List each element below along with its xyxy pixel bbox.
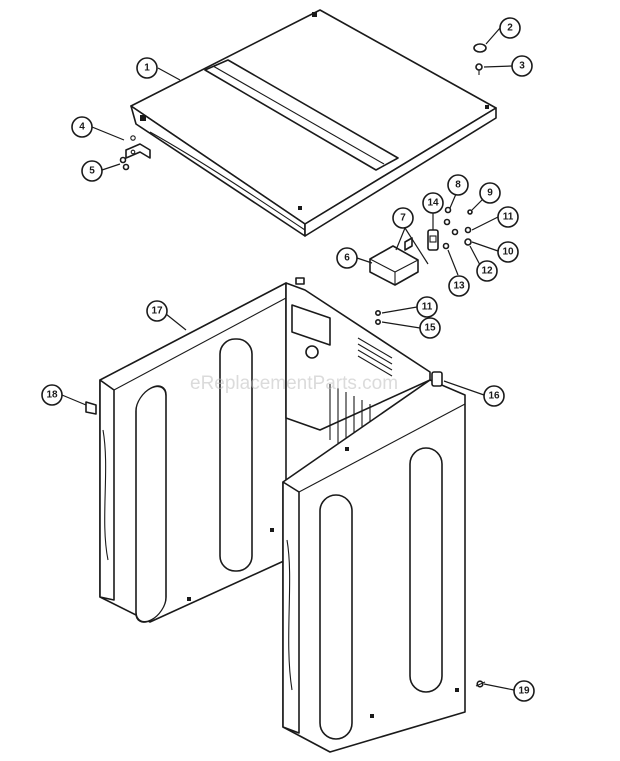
callout-10-circle bbox=[497, 241, 519, 263]
callout-5-circle bbox=[81, 160, 103, 182]
callout-19-label: 19 bbox=[518, 686, 530, 697]
callout-8-circle bbox=[447, 174, 469, 196]
callout-14-circle bbox=[422, 192, 444, 214]
callout-4-label: 4 bbox=[79, 122, 85, 133]
callout-7-label: 7 bbox=[400, 213, 406, 224]
callout-11b-circle bbox=[416, 296, 438, 318]
callout-11-circle bbox=[497, 206, 519, 228]
callout-1-label: 1 bbox=[144, 63, 150, 74]
callout-18-label: 18 bbox=[46, 390, 58, 401]
screws-pair bbox=[119, 156, 130, 171]
callout-15-circle bbox=[419, 317, 441, 339]
cabinet-right-clip bbox=[431, 371, 443, 387]
rear-vents bbox=[329, 337, 393, 458]
callout-3-label: 3 bbox=[519, 61, 525, 72]
callout-4-circle bbox=[71, 116, 93, 138]
callout-17-label: 17 bbox=[151, 306, 163, 317]
callout-13-label: 13 bbox=[453, 281, 465, 292]
callouts: 1 2 3 4 5 6 7 8 9 bbox=[41, 17, 535, 702]
callout-7-circle bbox=[392, 207, 414, 229]
callout-9-circle bbox=[479, 182, 501, 204]
callout-18-circle bbox=[41, 384, 63, 406]
callout-19-circle bbox=[513, 680, 535, 702]
callout-1-circle bbox=[136, 57, 158, 79]
bracket bbox=[369, 237, 419, 286]
callout-3-circle bbox=[511, 55, 533, 77]
hinge-bracket bbox=[125, 135, 151, 159]
callout-17-circle bbox=[146, 300, 168, 322]
cabinet-top-clip bbox=[295, 277, 305, 285]
callout-9-label: 9 bbox=[487, 188, 493, 199]
cabinet-rear-wall bbox=[285, 282, 431, 458]
top-panel bbox=[130, 9, 497, 237]
callout-13-circle bbox=[448, 275, 470, 297]
screw bbox=[475, 63, 483, 75]
cabinet-right-side bbox=[282, 379, 466, 753]
callout-11-label: 11 bbox=[503, 212, 514, 223]
callout-5-label: 5 bbox=[89, 166, 95, 177]
callout-10-label: 10 bbox=[502, 247, 514, 258]
callout-12-circle bbox=[476, 260, 498, 282]
cabinet-left-side bbox=[99, 282, 287, 623]
callout-6-circle bbox=[336, 247, 358, 269]
callout-16-label: 16 bbox=[488, 391, 500, 402]
callout-6-label: 6 bbox=[344, 253, 350, 264]
callout-2-circle bbox=[499, 17, 521, 39]
switch-hardware bbox=[374, 206, 473, 325]
callout-15-label: 15 bbox=[424, 323, 436, 334]
cap-plug bbox=[473, 43, 487, 53]
callout-12-label: 12 bbox=[481, 266, 493, 277]
callout-14-label: 14 bbox=[427, 198, 439, 209]
callout-16-circle bbox=[483, 385, 505, 407]
clip-left bbox=[85, 401, 97, 415]
foot-screw bbox=[475, 680, 486, 688]
switch bbox=[427, 229, 439, 251]
callout-11b-label: 11 bbox=[422, 302, 433, 313]
callout-8-label: 8 bbox=[455, 180, 461, 191]
watermark: eReplacementParts.com bbox=[190, 373, 398, 394]
callout-2-label: 2 bbox=[507, 23, 513, 34]
